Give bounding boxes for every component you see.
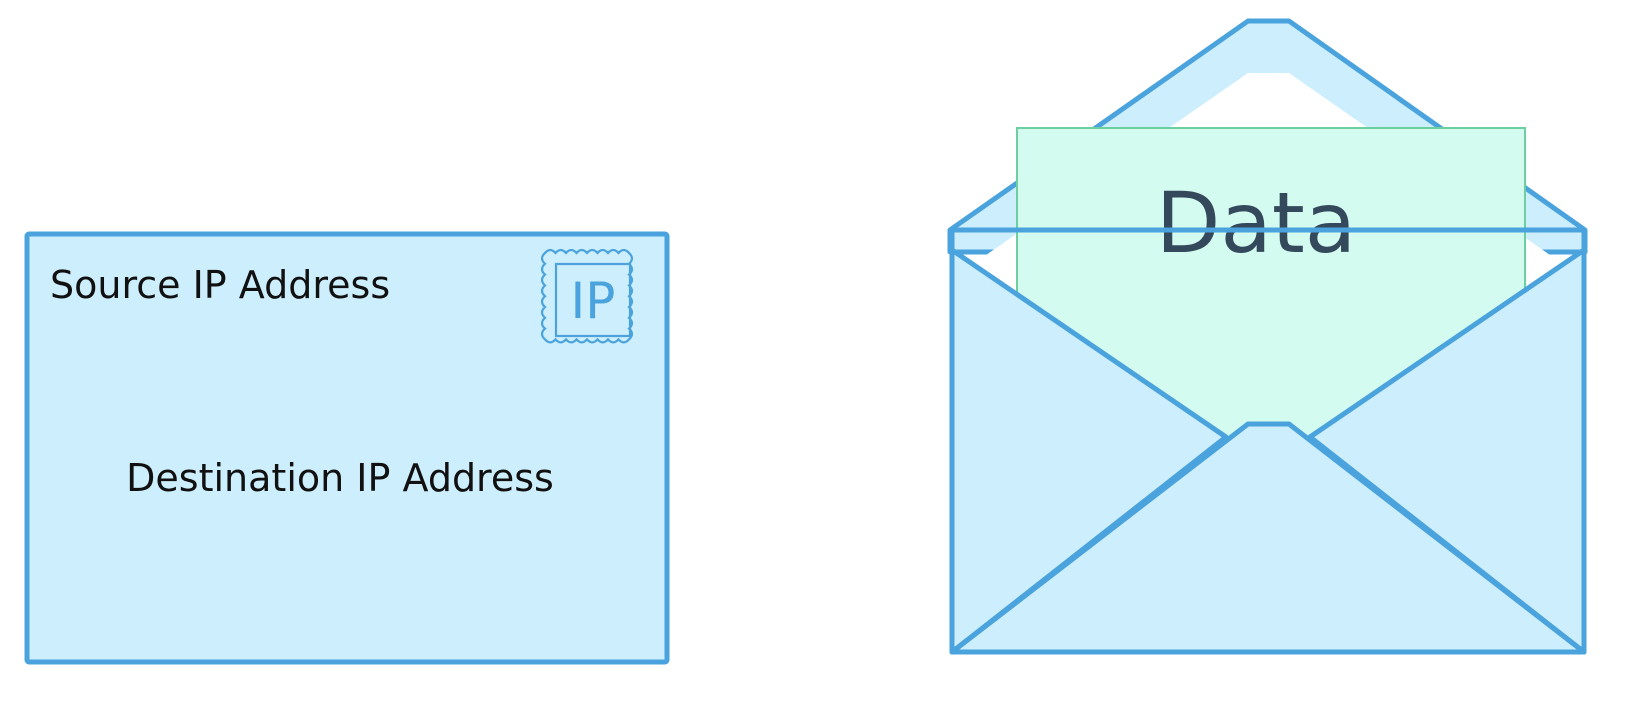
stamp-perforated-edge (540, 248, 634, 344)
front-envelope: Source IP Address IP Destination IP Addr… (24, 231, 670, 665)
front-envelope-body (24, 231, 670, 665)
source-ip-label: Source IP Address (50, 263, 390, 307)
stamp-inner-frame (554, 262, 632, 338)
open-envelope: Data (947, 18, 1588, 655)
destination-ip-label: Destination IP Address (126, 456, 554, 500)
data-letter-text: Data (1156, 174, 1357, 272)
postage-stamp-icon: IP (540, 248, 634, 344)
stamp-ip-text: IP (571, 272, 616, 330)
